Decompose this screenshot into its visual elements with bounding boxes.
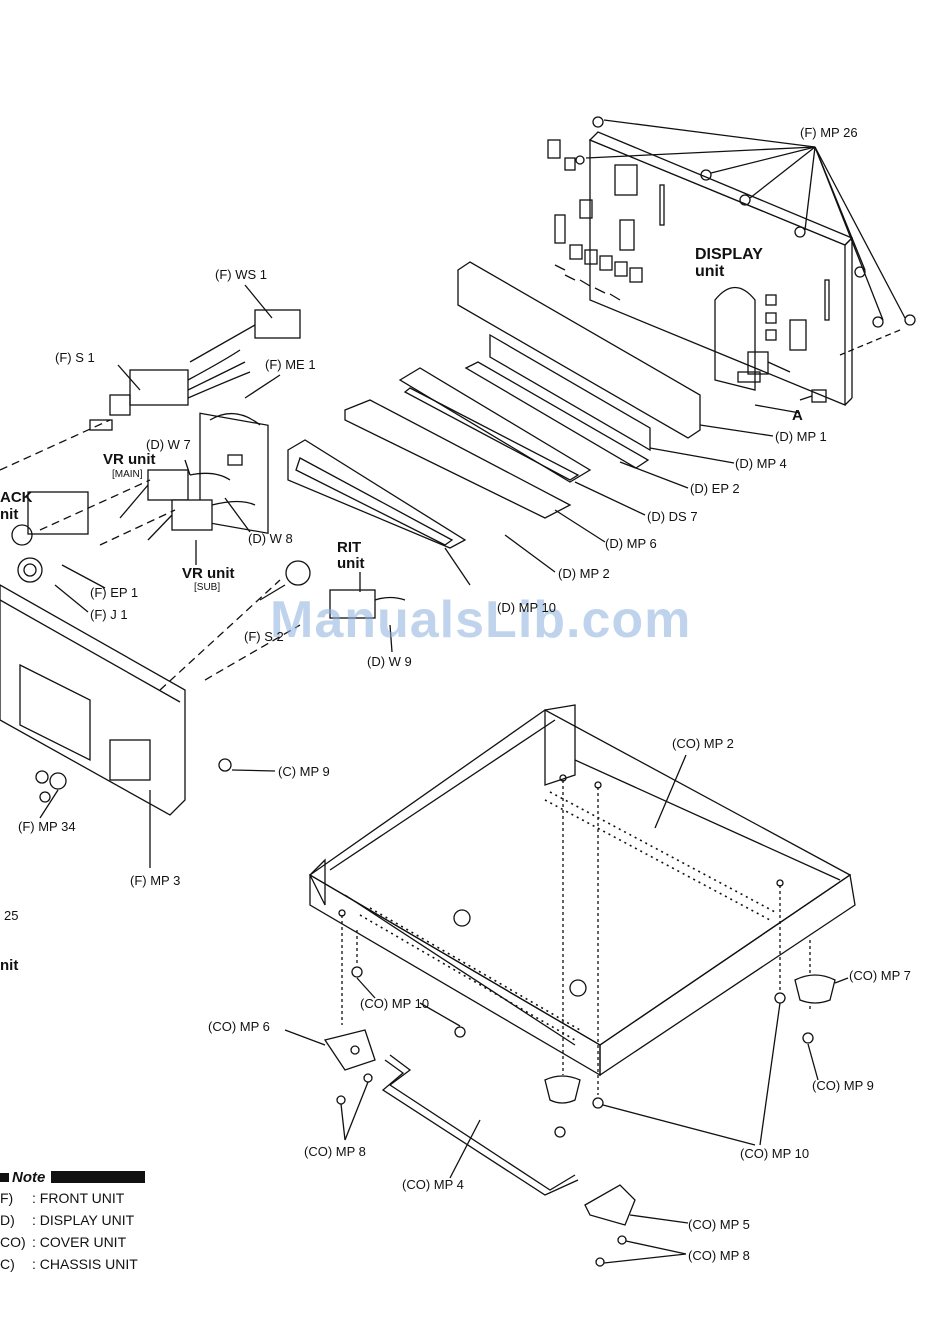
- note-key: C): [0, 1256, 15, 1272]
- rit-unit-label: RIT: [337, 539, 362, 556]
- label-a: A: [792, 407, 803, 424]
- label-d-w9: (D) W 9: [367, 654, 412, 669]
- label-d-mp6: (D) MP 6: [605, 536, 657, 551]
- note-title: Note: [12, 1168, 46, 1186]
- vr-sub-sub: [SUB]: [194, 582, 221, 593]
- assembly-lines: [0, 419, 301, 691]
- label-d-mp1: (D) MP 1: [775, 429, 827, 444]
- note-square-icon: [0, 1172, 9, 1182]
- leader-lines: [39, 284, 849, 1264]
- jack-unit-label: ACK: [0, 489, 33, 506]
- label-co-mp10-b: (CO) MP 10: [740, 1146, 810, 1161]
- label-d-ep2: (D) EP 2: [690, 481, 740, 496]
- rit-unit-label-2: unit: [337, 555, 365, 572]
- rit-unit: [259, 560, 406, 619]
- note-heading: Note: [0, 1168, 146, 1186]
- note-legend: Note F) : FRONT UNIT D) : DISPLAY UNIT C…: [0, 1168, 146, 1278]
- vr-main-label: VR unit: [103, 451, 156, 468]
- note-row: D) : DISPLAY UNIT: [0, 1212, 145, 1234]
- switch-assembly: [89, 309, 301, 431]
- label-f-mp3: (F) MP 3: [130, 873, 181, 888]
- label-co-mp7: (CO) MP 7: [849, 968, 911, 983]
- label-f-j1: (F) J 1: [90, 607, 128, 622]
- note-value: : DISPLAY UNIT: [32, 1212, 135, 1228]
- label-f-s2: (F) S 2: [244, 629, 284, 644]
- label-d-mp10: (D) MP 10: [497, 600, 556, 615]
- cover-mp2: [308, 704, 856, 1077]
- label-co-mp2: (CO) MP 2: [672, 736, 734, 751]
- note-row: F) : FRONT UNIT: [0, 1190, 145, 1212]
- note-key: CO): [0, 1234, 26, 1250]
- cover-drop-lines: [341, 780, 811, 1095]
- mp26-screws: [575, 116, 916, 356]
- label-co-mp10-a: (CO) MP 10: [360, 996, 430, 1011]
- label-d-w8: (D) W 8: [248, 531, 293, 546]
- label-d-ds7: (D) DS 7: [647, 509, 698, 524]
- note-row: CO) : COVER UNIT: [0, 1234, 145, 1256]
- watermark-text: ManualsLib.com: [270, 591, 692, 649]
- label-co-mp8-b: (CO) MP 8: [688, 1248, 750, 1263]
- jack-unit-label-2: nit: [0, 506, 19, 523]
- display-unit-label: DISPLAY: [695, 246, 763, 263]
- label-f-ws1: (F) WS 1: [215, 267, 267, 282]
- note-value: : FRONT UNIT: [32, 1190, 125, 1206]
- front-chassis-mp3: [0, 584, 232, 816]
- label-d-mp2: (D) MP 2: [558, 566, 610, 581]
- note-value: : COVER UNIT: [32, 1234, 127, 1250]
- note-value: : CHASSIS UNIT: [32, 1256, 138, 1272]
- label-co-mp5: (CO) MP 5: [688, 1217, 750, 1232]
- note-bar: [51, 1171, 146, 1183]
- note-row: C) : CHASSIS UNIT: [0, 1256, 145, 1278]
- label-f-ep1: (F) EP 1: [90, 585, 139, 600]
- cut-unit-label: nit: [0, 957, 19, 974]
- label-co-mp9: (CO) MP 9: [812, 1078, 874, 1093]
- vr-sub-label: VR unit: [182, 565, 235, 582]
- label-cut-25: 25: [4, 908, 19, 923]
- display-unit-label-2: unit: [695, 263, 725, 280]
- label-f-me1: (F) ME 1: [265, 357, 316, 372]
- note-key: D): [0, 1212, 15, 1228]
- label-co-mp4: (CO) MP 4: [402, 1177, 464, 1192]
- display-panels: [287, 261, 701, 586]
- note-key: F): [0, 1190, 14, 1206]
- label-d-mp4: (D) MP 4: [735, 456, 787, 471]
- vr-units: [119, 469, 256, 541]
- label-co-mp8-a: (CO) MP 8: [304, 1144, 366, 1159]
- display-unit-board: [547, 131, 854, 406]
- label-d-w7: (D) W 7: [146, 437, 191, 452]
- label-f-mp34: (F) MP 34: [18, 819, 76, 834]
- label-f-s1: (F) S 1: [55, 350, 95, 365]
- label-co-mp6: (CO) MP 6: [208, 1019, 270, 1034]
- vr-main-sub: [MAIN]: [112, 469, 143, 480]
- cover-fittings: [323, 966, 836, 1267]
- label-f-mp26: (F) MP 26: [800, 125, 858, 140]
- label-c-mp9: (C) MP 9: [278, 764, 330, 779]
